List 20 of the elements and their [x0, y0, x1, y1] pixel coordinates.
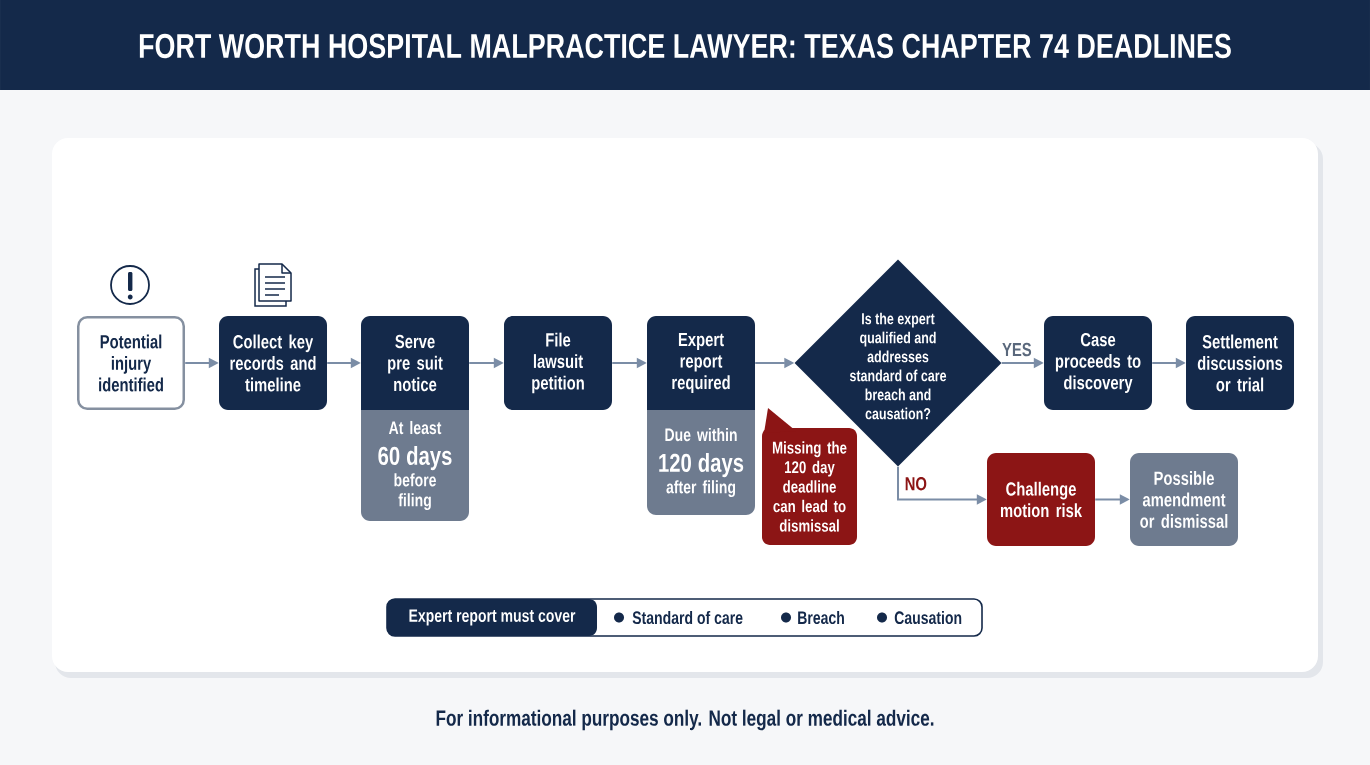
- edge-label: YES: [1000, 341, 1034, 358]
- callout-bubble: Missing the 120 day deadline can lead to dismissal: [762, 408, 857, 545]
- step-box: Case proceeds to discovery: [1044, 316, 1152, 410]
- edge-label: NO: [903, 475, 929, 492]
- step-box: File lawsuit petition: [504, 316, 612, 410]
- step-box: Collect key records and timeline: [219, 316, 327, 410]
- title-banner: FORT WORTH HOSPITAL MALPRACTICE LAWYER: TEXAS CHAPTER 74 DEADLINES: [0, 0, 1370, 90]
- list-item: Breach: [798, 610, 844, 625]
- step-box: Serve pre suit notice: [361, 316, 469, 410]
- heading-tab: Expert report must cover: [387, 599, 597, 636]
- footer-note: For informational purposes only. Not legal or medical advice.: [436, 709, 934, 731]
- step-box: Possible amendment or dismissal: [1130, 453, 1238, 546]
- step-box: Expert report required: [647, 316, 755, 410]
- step-box: Settlement discussions or trial: [1186, 316, 1294, 410]
- step-box: Potential injury identified: [77, 316, 185, 410]
- list-item: Standard of care: [632, 610, 743, 625]
- deadline-box: At least 60 days before filing: [361, 410, 469, 521]
- deadline-box: Due within 120 days after filing: [647, 410, 755, 515]
- list-item: Causation: [894, 610, 962, 625]
- step-box: Challenge motion risk: [987, 453, 1095, 546]
